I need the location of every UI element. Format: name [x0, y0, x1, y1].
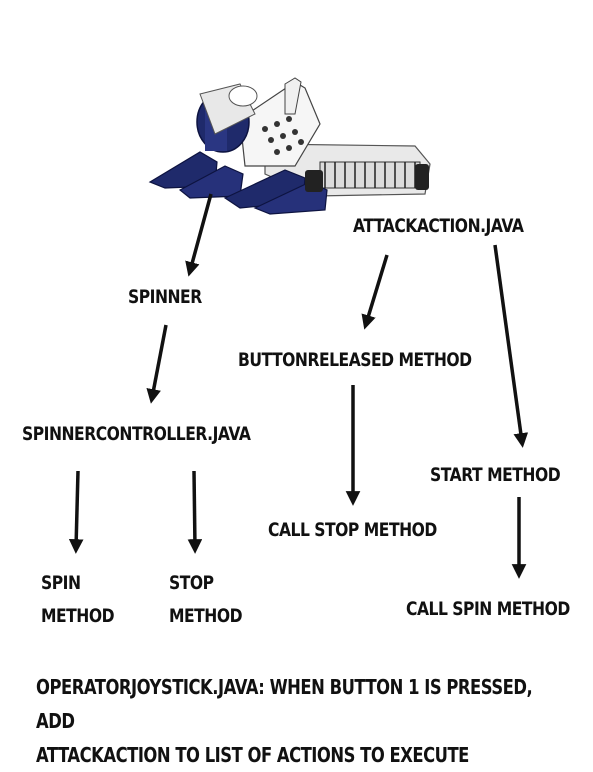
footer-note: OPERATORJOYSTICK.JAVA: WHEN BUTTON 1 IS …	[36, 670, 569, 772]
arrow-spinner-to-controller	[146, 324, 168, 404]
node-start-method: START METHOD	[430, 464, 561, 486]
node-buttonreleased: BUTTONRELEASED METHOD	[238, 349, 472, 371]
node-spin-method-line2: METHOD	[41, 605, 115, 627]
footer-line-1: OPERATORJOYSTICK.JAVA: WHEN BUTTON 1 IS …	[36, 675, 533, 733]
arrow-robot-to-spinner	[185, 193, 213, 277]
node-stop-method-line2: METHOD	[169, 605, 243, 627]
robot-image	[148, 77, 431, 215]
node-spinnercontroller: SPINNERCONTROLLER.JAVA	[22, 423, 251, 445]
arrow-controller-to-stop	[187, 470, 203, 554]
footer-line-2: ATTACKACTION TO LIST OF ACTIONS TO EXECU…	[36, 743, 469, 767]
arrow-attack-to-buttonreleased	[361, 254, 389, 330]
node-call-spin: CALL SPIN METHOD	[406, 598, 570, 620]
node-stop-method-line1: STOP	[169, 572, 214, 594]
arrow-attack-to-start	[493, 244, 529, 448]
node-spin-method-line1: SPIN	[41, 572, 81, 594]
node-spinner: SPINNER	[128, 286, 202, 308]
arrow-controller-to-spin	[68, 470, 84, 554]
node-attackaction: ATTACKACTION.JAVA	[353, 215, 524, 237]
node-call-stop: CALL STOP METHOD	[268, 519, 437, 541]
